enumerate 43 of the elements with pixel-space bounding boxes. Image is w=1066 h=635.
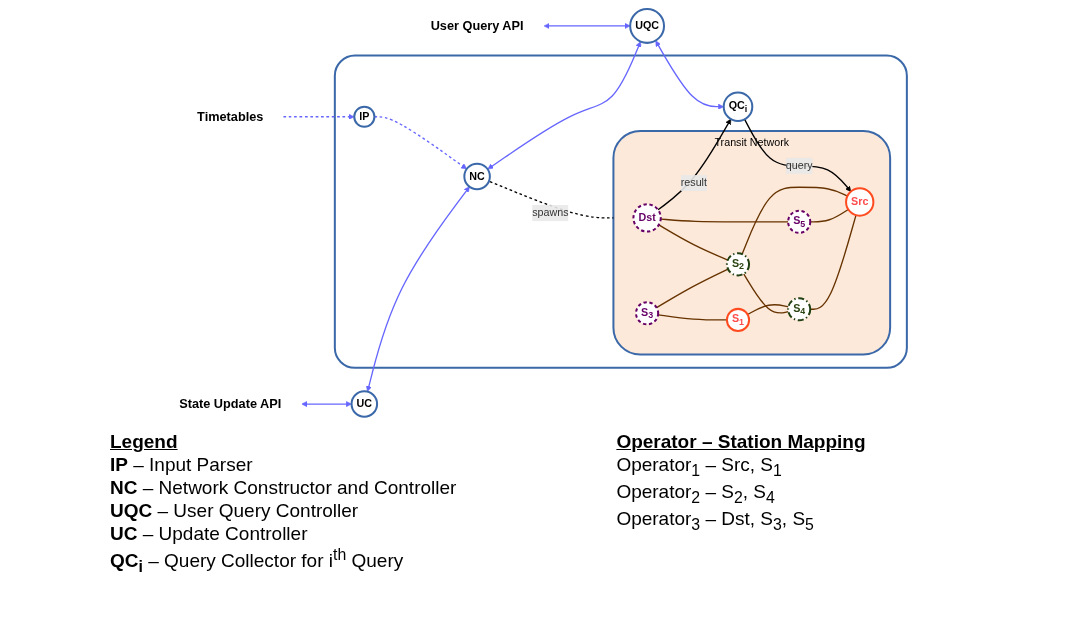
legend-entry: IP – Input Parser xyxy=(110,454,254,476)
node-text: State Update API xyxy=(179,396,282,411)
legend-entry: UC – Update Controller xyxy=(110,523,309,545)
legend-entry: QC$_{i}$ – Query Collector for i$^{th}$ Query xyxy=(110,546,405,577)
cluster xyxy=(333,54,908,369)
arrow xyxy=(657,118,732,211)
node-circle: QC$_{i}$ xyxy=(722,91,754,122)
legend-entry: Operator$_{1}$ – Src, S$_{1}$ xyxy=(616,454,783,480)
connector xyxy=(655,268,729,309)
node-circle: S$_{4}$ xyxy=(787,297,812,322)
node-circle: NC xyxy=(463,162,491,191)
node-text: Timetables xyxy=(197,109,264,124)
node-circle: Src xyxy=(845,187,875,217)
arrow xyxy=(543,23,631,29)
node-circle: S$_{5}$ xyxy=(787,209,812,234)
node-circle: UC xyxy=(350,390,379,418)
connector xyxy=(809,214,857,310)
node-circle: S$_{1}$ xyxy=(725,307,751,333)
connector xyxy=(658,224,729,261)
edge-label: spawns xyxy=(532,207,569,219)
node-circle: Dst xyxy=(632,203,662,233)
arrow xyxy=(366,186,470,392)
arrow xyxy=(282,113,355,120)
connector xyxy=(489,181,615,219)
node-circle: UQC xyxy=(629,8,666,44)
connector xyxy=(741,186,849,255)
legend-heading: Operator – Station Mapping xyxy=(616,431,866,453)
legend-entry: Operator$_{3}$ – Dst, S$_{3}$, S$_{5}$ xyxy=(616,507,815,534)
connector xyxy=(660,218,789,223)
legend-entry: Operator$_{2}$ – S$_{2}$, S$_{4}$ xyxy=(616,480,776,507)
arrow xyxy=(655,40,724,110)
node-text: User Query API xyxy=(430,18,524,33)
legend-heading: Legend xyxy=(110,431,179,453)
edge-label: result xyxy=(680,177,707,189)
edge-label: query xyxy=(785,159,813,172)
arrow xyxy=(487,41,642,170)
node-circle: S$_{3}$ xyxy=(635,301,660,326)
legend-entry: NC – Network Constructor and Controller xyxy=(110,477,457,499)
arrow xyxy=(301,401,352,407)
legend-entry: UQC – User Query Controller xyxy=(110,500,360,522)
node-circle: S$_{2}$ xyxy=(725,252,751,277)
connector xyxy=(809,208,849,223)
node-circle: IP xyxy=(353,105,376,128)
